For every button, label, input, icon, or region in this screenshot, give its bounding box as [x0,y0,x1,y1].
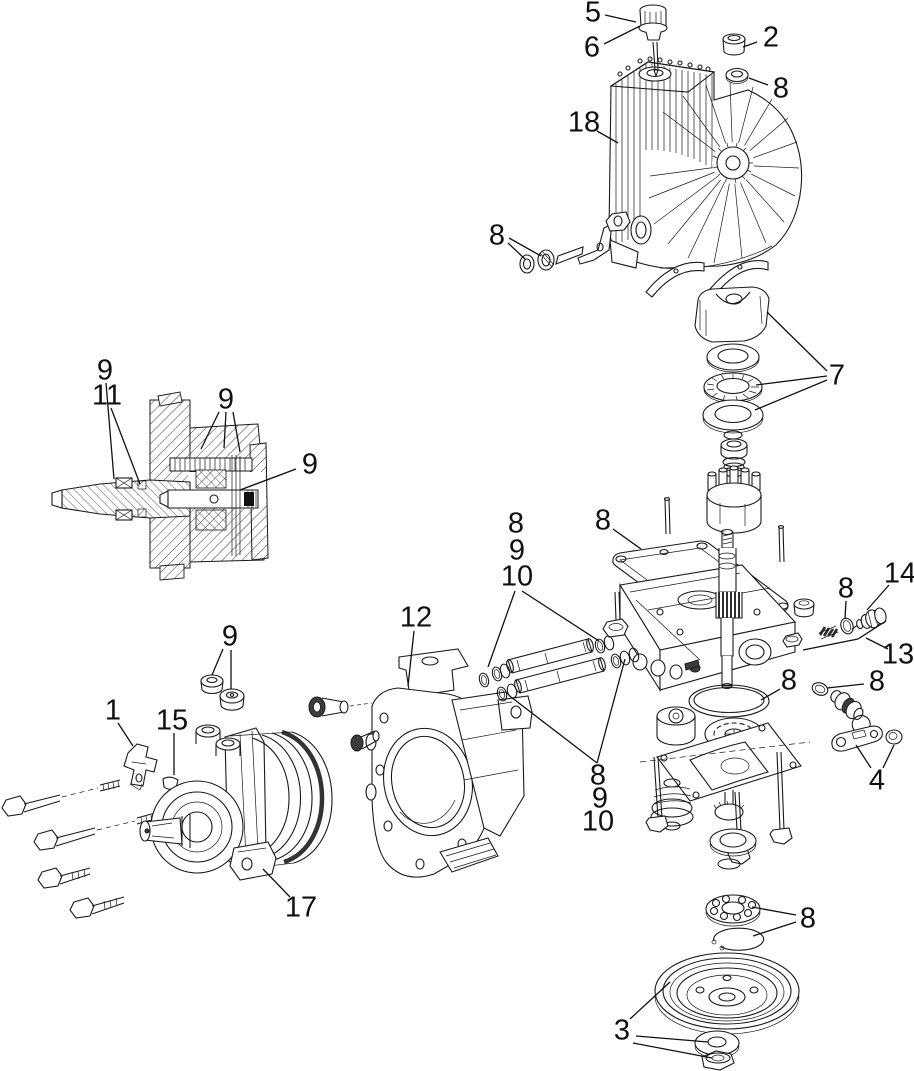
plugs-9 [200,674,245,711]
callout-9: 9 [508,534,526,567]
tube-o-rings [478,635,640,702]
callout-1: 1 [104,694,122,727]
lower-bearing-8 [705,894,761,927]
thrust-bearing [703,372,763,404]
callout-15: 15 [155,704,189,737]
callout-5: 5 [584,0,602,29]
arm-4 [831,725,883,752]
pump-assembly-17 [139,724,333,881]
spring-cup [720,438,748,460]
callout-8: 8 [594,504,612,537]
plug-2 [722,33,746,56]
vent-cap-5 [638,4,668,41]
callout-9: 9 [221,620,239,653]
pump-shaft [715,528,743,690]
bracket-1 [123,743,158,791]
seal-washer-8-top [725,67,749,84]
callout-18: 18 [567,106,601,139]
callout-10: 10 [500,560,534,593]
callout-9: 9 [591,782,609,815]
thrust-washer-upper [706,343,760,373]
mounting-bolts [1,779,156,919]
cross-section-view [51,391,269,581]
hydraulic-tubes [478,635,640,702]
callout-13: 13 [881,638,914,671]
snap-ring-8 [711,927,765,951]
callout-10: 10 [581,805,615,838]
retaining-ring-small [723,430,743,440]
callout-12: 12 [399,601,433,634]
dipstick-6 [652,41,659,78]
callout-8: 8 [837,572,855,605]
trunnion-block-7 [694,286,770,343]
callout-4: 4 [868,764,886,797]
callout-9: 9 [217,383,235,416]
callout-8: 8 [868,665,886,698]
thrust-washer-lower [702,399,764,434]
callout-9: 9 [96,354,114,387]
callout-17: 17 [284,891,318,924]
fan-housing-18 [608,56,803,269]
callout-14: 14 [883,557,914,590]
callout-9: 9 [301,448,319,481]
callout-8: 8 [589,759,607,792]
motor-housing-12 [365,648,533,878]
center-section [602,564,797,692]
pulley-3 [654,952,800,1035]
check-valve-group [811,682,903,752]
brake-arm-assembly [519,211,631,274]
dowel-pins [663,497,785,563]
center-o-ring-8 [688,684,770,718]
callout-11: 11 [91,379,123,412]
callout-2: 2 [762,21,780,54]
callout-8: 8 [799,902,817,935]
charge-pump-assembly [639,706,811,870]
leader-lines [105,14,895,1059]
housing-bolts-12 [308,696,380,752]
cylinder-block [706,465,762,534]
callout-8: 8 [772,72,790,105]
valve-kit-13 [782,598,887,648]
callout-3: 3 [613,1014,631,1047]
valve-14 [851,607,887,630]
callout-7: 7 [828,359,846,392]
pulley-nut [701,1050,735,1071]
callout-8: 8 [780,664,798,697]
callout-8: 8 [488,219,506,252]
callout-8: 8 [507,507,525,540]
callout-6: 6 [583,31,601,64]
